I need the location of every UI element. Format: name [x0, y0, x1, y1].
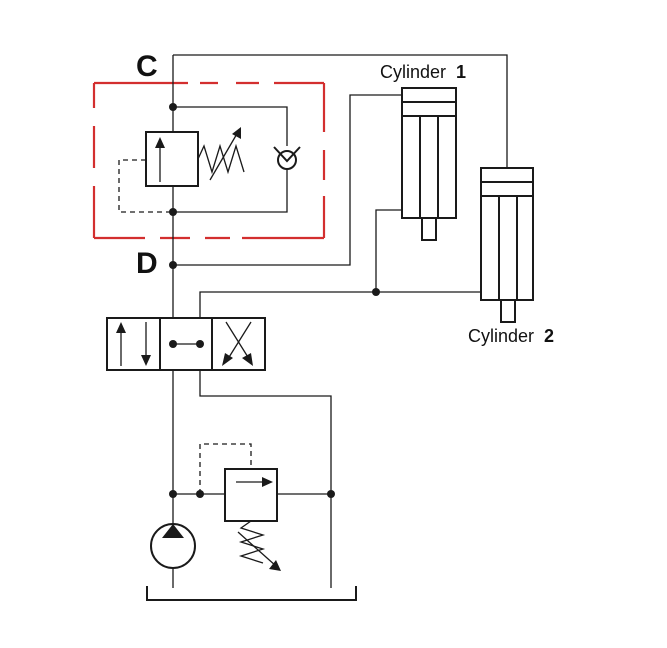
cylinder-1-rod [421, 217, 437, 241]
port-c-label: C [136, 50, 158, 83]
cylinder-2-label: Cylinder 2 [468, 326, 554, 346]
sequence-valve-body [145, 131, 199, 187]
sequence-valve-highlight-box [92, 81, 326, 240]
line-rod-side-return [199, 291, 481, 320]
cylinder-1-label-word: Cylinder [380, 62, 446, 82]
relief-valve-spring [238, 520, 266, 564]
sequence-valve-pilot-line [118, 159, 170, 213]
directional-control-valve [106, 317, 266, 371]
check-valve-bypass [173, 106, 301, 213]
cylinder-2-label-word: Cylinder [468, 326, 534, 346]
cylinder-2-label-number: 2 [544, 326, 554, 346]
cylinder-2 [480, 167, 534, 323]
relief-valve-pilot-line [199, 443, 252, 494]
relief-valve-body [224, 468, 278, 522]
junction-dot [196, 490, 204, 498]
cylinder-2-rod [500, 299, 516, 323]
port-d-label: D [136, 247, 158, 280]
junction-dot [169, 208, 177, 216]
sequence-valve-spring [197, 143, 245, 175]
cylinder-1 [401, 87, 457, 241]
sequence-valve [118, 127, 245, 213]
line-cylinder-1-rod-side [375, 209, 402, 292]
pressure-relief-valve [199, 443, 281, 571]
line-d-to-cylinder-1 [173, 94, 402, 266]
reservoir-icon [146, 586, 357, 601]
junction-dot [327, 490, 335, 498]
cylinder-1-label: Cylinder 1 [380, 62, 466, 82]
junction-dot [169, 103, 177, 111]
junction-dot [169, 490, 177, 498]
cylinder-1-label-number: 1 [456, 62, 466, 82]
line-c-to-cylinder-2 [173, 54, 508, 168]
hydraulic-pump [150, 523, 196, 588]
junction-dot [372, 288, 380, 296]
